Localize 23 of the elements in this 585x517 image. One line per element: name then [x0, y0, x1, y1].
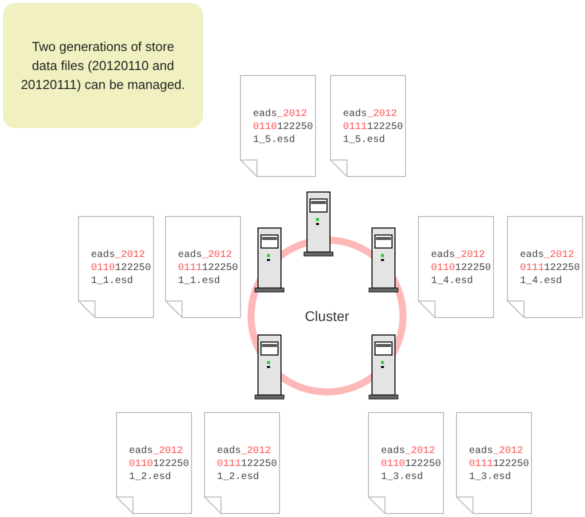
note-text: Two generations of store data files (20120110 and 20120111) can be managed. [20, 38, 186, 94]
note-box [3, 3, 203, 128]
file-document [116, 412, 192, 514]
file-name: eads_201201111222501_4.esd [520, 249, 580, 288]
file-name: eads_201201111222501_3.esd [469, 445, 530, 484]
file-name: eads_201201111222501_5.esd [343, 108, 404, 147]
file-name: eads_201201111222501_2.esd [217, 445, 278, 484]
file-document [165, 216, 241, 318]
file-name: eads_201201101222501_4.esd [431, 249, 492, 288]
file-document [78, 216, 154, 318]
file-document [368, 412, 444, 514]
file-document [418, 216, 494, 318]
file-name: eads_201201101222501_3.esd [381, 445, 442, 484]
file-name: eads_201201111222501_1.esd [178, 249, 238, 288]
file-document [330, 75, 406, 177]
file-document [240, 75, 316, 177]
cluster-label: Cluster [304, 308, 350, 324]
file-name: eads_201201101222501_2.esd [129, 445, 190, 484]
file-document [507, 216, 583, 318]
file-name: eads_201201101222501_1.esd [91, 249, 152, 288]
file-document [456, 412, 532, 514]
file-name: eads_201201101222501_5.esd [253, 108, 314, 147]
file-document [204, 412, 280, 514]
